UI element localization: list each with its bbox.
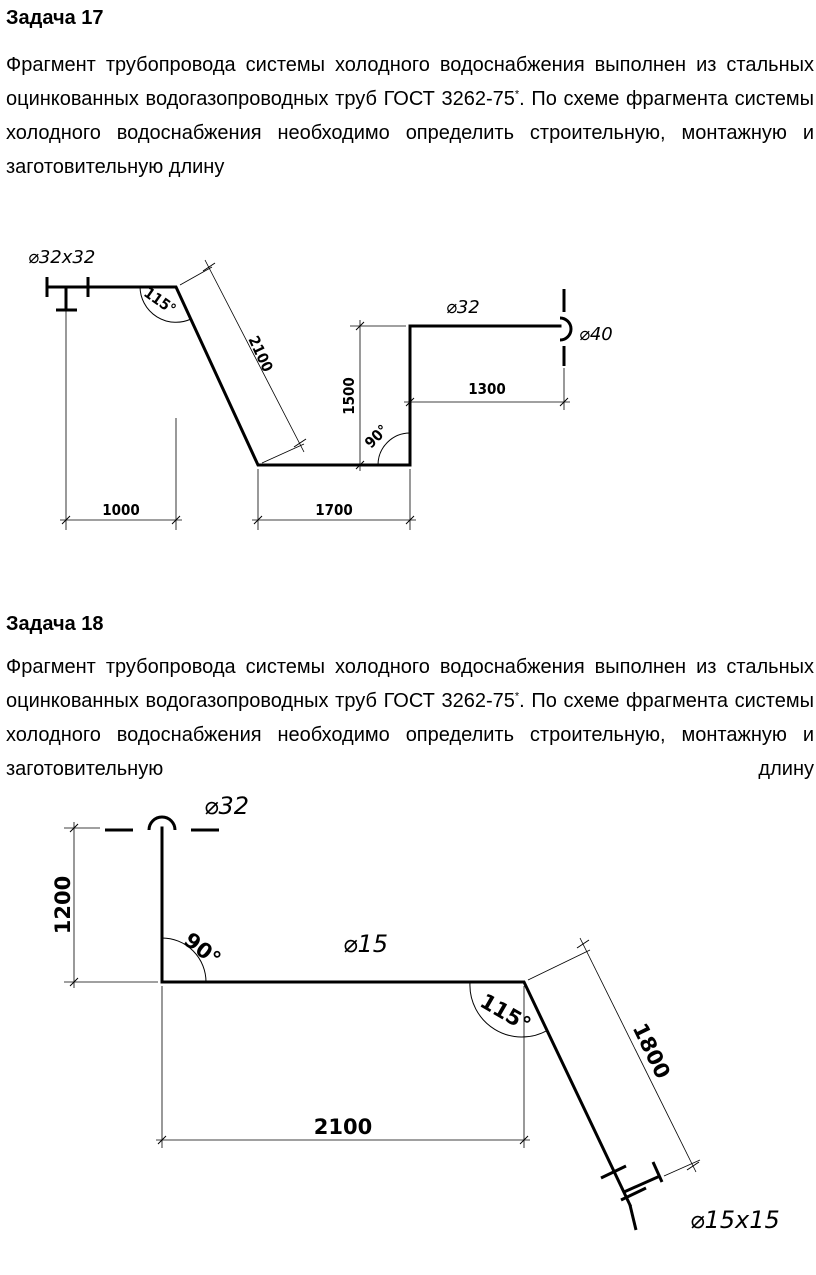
task-18-top-fitting <box>105 815 219 832</box>
task-17-title: Задача 17 <box>6 7 104 29</box>
task-18-diam-end: ⌀15x15 <box>690 1206 780 1234</box>
task-18-dim-1200-label: 1200 <box>51 876 75 934</box>
task-17-dim-1700-label: 1700 <box>315 501 353 519</box>
task-17-text-rest: . По схеме фрагмента системы холодного в… <box>6 88 814 178</box>
task-18-text: Фрагмент трубопровода системы холодного … <box>6 650 814 786</box>
task-18-dim-2100 <box>156 986 530 1148</box>
task-17-dim-1500-label: 1500 <box>340 377 358 415</box>
task-18-angle-90-label: 90° <box>179 928 225 971</box>
task-17-dim-1700 <box>252 469 416 530</box>
task-18-angle-115-label: 115° <box>476 989 535 1037</box>
task-18-diam-mid: ⌀15 <box>343 930 388 958</box>
task-18-dim-1200 <box>64 822 158 988</box>
task-17-diam-start: ⌀32x32 <box>28 247 95 268</box>
task-17-angle-arc-90 <box>377 432 411 466</box>
task-17-pipe <box>45 285 562 467</box>
task-17-diagram: 1000 1700 2100 1500 1300 115° 90° ⌀32 <box>28 247 613 530</box>
task-17-text-main: Фрагмент трубопровода системы холодного … <box>6 54 814 110</box>
task-17-start-fitting <box>45 277 90 312</box>
task-17-dim-2100 <box>179 259 307 464</box>
task-18-text-sup: * <box>514 690 520 703</box>
task-18-dim-2100-label: 2100 <box>314 1115 372 1139</box>
task-18-end-fitting <box>600 1161 664 1231</box>
task-18-dim-1800-label: 1800 <box>628 1019 675 1082</box>
task-18-title: Задача 18 <box>6 613 104 635</box>
task-17-end-fitting <box>559 289 573 366</box>
task-17-diam-mid: ⌀32 <box>446 297 480 318</box>
task-17-text-sup: * <box>514 88 520 101</box>
task-18-angle-arc-90 <box>161 937 207 983</box>
task-18-pipe <box>160 826 632 1207</box>
task-18-angle-arc-115 <box>469 981 549 1038</box>
task-17-dim-1300 <box>404 368 570 410</box>
task-18-text-main: Фрагмент трубопровода системы холодного … <box>6 656 814 712</box>
task-17-angle-arc-115 <box>139 286 192 323</box>
task-17-dim-1300-label: 1300 <box>468 380 506 398</box>
task-17-diam-end: ⌀40 <box>579 324 613 345</box>
task-18-text-rest: . По схеме фрагмента системы холодного в… <box>6 690 814 780</box>
task-17-dim-1000-label: 1000 <box>102 501 140 519</box>
task-17-dim-1000 <box>60 310 182 530</box>
task-18-diam-top: ⌀32 <box>204 792 249 820</box>
task-17-text: Фрагмент трубопровода системы холодного … <box>6 48 814 184</box>
task-18-dim-1800 <box>527 937 701 1177</box>
